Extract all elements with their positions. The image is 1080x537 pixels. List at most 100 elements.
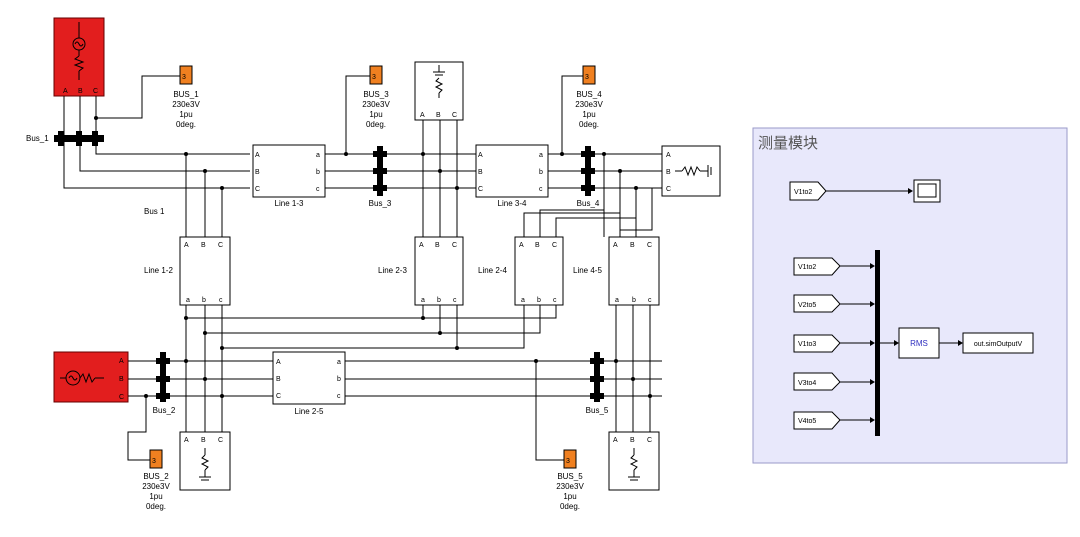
svg-text:V1to3: V1to3 — [798, 341, 816, 348]
svg-text:A: A — [419, 242, 424, 249]
svg-text:BUS_1: BUS_1 — [173, 90, 199, 99]
svg-text:3: 3 — [182, 74, 186, 81]
svg-text:B: B — [201, 437, 206, 444]
ac-source-icon — [72, 22, 86, 80]
bus-1-tag[interactable]: 3 — [179, 65, 193, 85]
svg-text:C: C — [276, 393, 281, 400]
bus-5-info: BUS_5 230e3V 1pu 0deg. — [556, 472, 584, 511]
line-3-4-block[interactable]: A B C a b c — [475, 144, 549, 198]
load-bus-5[interactable]: A B C — [608, 431, 660, 491]
svg-text:V3to4: V3to4 — [798, 380, 816, 387]
scope-icon[interactable] — [913, 179, 941, 203]
svg-text:C: C — [119, 394, 124, 401]
from-tag-v2to5[interactable]: V2to5 — [793, 294, 841, 313]
svg-text:3: 3 — [566, 458, 570, 465]
bus-3-tag[interactable]: 3 — [369, 65, 383, 85]
line-2-5-block[interactable]: A B C a b c — [272, 351, 346, 405]
bus-5-tag[interactable]: 3 — [563, 449, 577, 469]
mux-bar[interactable] — [875, 250, 880, 436]
svg-text:a: a — [337, 359, 341, 366]
ac-source-icon — [60, 370, 104, 386]
line-2-5-label: Line 2-5 — [295, 407, 324, 416]
svg-text:A: A — [119, 358, 124, 365]
svg-text:BUS_2: BUS_2 — [143, 472, 169, 481]
svg-text:V4to5: V4to5 — [798, 418, 816, 425]
svg-text:a: a — [539, 152, 543, 159]
from-tag-v1to2[interactable]: V1to2 — [793, 257, 841, 276]
svg-text:1pu: 1pu — [582, 110, 595, 119]
svg-text:0deg.: 0deg. — [579, 120, 599, 129]
rlc-load-icon — [199, 448, 211, 481]
line-4-5-block[interactable]: A B C a b c — [608, 236, 660, 306]
svg-text:1pu: 1pu — [563, 492, 576, 501]
rlc-load-icon — [628, 448, 640, 481]
svg-text:0deg.: 0deg. — [176, 120, 196, 129]
svg-text:0deg.: 0deg. — [366, 120, 386, 129]
svg-text:1pu: 1pu — [179, 110, 192, 119]
line-1-2-block[interactable]: A B C a b c — [179, 236, 231, 306]
load-bus-2[interactable]: A B C — [179, 431, 231, 491]
svg-text:A: A — [420, 112, 425, 119]
svg-text:a: a — [521, 297, 525, 304]
svg-text:A: A — [478, 152, 483, 159]
svg-text:1pu: 1pu — [149, 492, 162, 501]
svg-text:A: A — [184, 242, 189, 249]
bus-1-note: Bus 1 — [144, 207, 165, 216]
svg-text:BUS_5: BUS_5 — [557, 472, 583, 481]
bus-1-info: BUS_1 230e3V 1pu 0deg. — [172, 90, 200, 129]
svg-text:c: c — [337, 393, 341, 400]
svg-text:C: C — [452, 112, 457, 119]
svg-text:B: B — [255, 169, 260, 176]
svg-text:A: A — [184, 437, 189, 444]
load-bus-3[interactable]: A B C — [414, 61, 464, 121]
line-1-3-block[interactable]: A B C a b c — [252, 144, 326, 198]
measurement-subsystem[interactable]: 测量模块 V1to2 V1to2 V2to5 V1to3 — [752, 127, 1068, 464]
line-2-3-block[interactable]: A B C a b c — [414, 236, 464, 306]
svg-text:B: B — [535, 242, 540, 249]
svg-text:C: C — [666, 186, 671, 193]
svg-text:B: B — [78, 88, 83, 95]
from-tag-v3to4[interactable]: V3to4 — [793, 372, 841, 391]
svg-text:a: a — [615, 297, 619, 304]
from-tag-v1to2-top[interactable]: V1to2 — [789, 181, 827, 201]
svg-text:a: a — [316, 152, 320, 159]
svg-text:a: a — [421, 297, 425, 304]
output-to-workspace[interactable]: out.simOutputV — [962, 332, 1034, 354]
bus-4-tag[interactable]: 3 — [582, 65, 596, 85]
junction-dots — [94, 116, 652, 398]
svg-text:B: B — [276, 376, 281, 383]
line-2-3-label: Line 2-3 — [378, 266, 407, 275]
svg-text:A: A — [666, 152, 671, 159]
svg-text:a: a — [186, 297, 190, 304]
rlc-load-icon — [433, 65, 445, 98]
svg-text:A: A — [613, 242, 618, 249]
line-2-4-block[interactable]: A B C a b c — [514, 236, 564, 306]
svg-text:1pu: 1pu — [369, 110, 382, 119]
line-1-2-label: Line 1-2 — [144, 266, 173, 275]
three-phase-source-1[interactable]: A B C — [53, 17, 105, 97]
svg-text:B: B — [201, 242, 206, 249]
load-bus-4[interactable]: A B C — [661, 145, 721, 197]
svg-text:b: b — [632, 297, 636, 304]
svg-text:b: b — [537, 297, 541, 304]
bus-2-tag[interactable]: 3 — [149, 449, 163, 469]
rms-block[interactable]: RMS — [898, 327, 940, 359]
svg-text:BUS_4: BUS_4 — [576, 90, 602, 99]
three-phase-source-2[interactable]: A B C — [53, 351, 129, 403]
svg-text:b: b — [316, 169, 320, 176]
svg-text:C: C — [552, 242, 557, 249]
svg-text:B: B — [435, 242, 440, 249]
svg-text:b: b — [437, 297, 441, 304]
from-tag-v1to3[interactable]: V1to3 — [793, 334, 841, 353]
line-1-3-label: Line 1-3 — [275, 199, 304, 208]
svg-text:230e3V: 230e3V — [172, 100, 200, 109]
from-tag-list: V1to2 V2to5 V1to3 V3to4 V4to5 — [793, 257, 841, 430]
svg-text:V1to2: V1to2 — [794, 189, 812, 196]
svg-text:C: C — [452, 242, 457, 249]
svg-text:A: A — [519, 242, 524, 249]
from-tag-v4to5[interactable]: V4to5 — [793, 411, 841, 430]
measurement-title: 测量模块 — [758, 135, 818, 152]
svg-text:c: c — [453, 297, 457, 304]
svg-text:V1to2: V1to2 — [798, 264, 816, 271]
